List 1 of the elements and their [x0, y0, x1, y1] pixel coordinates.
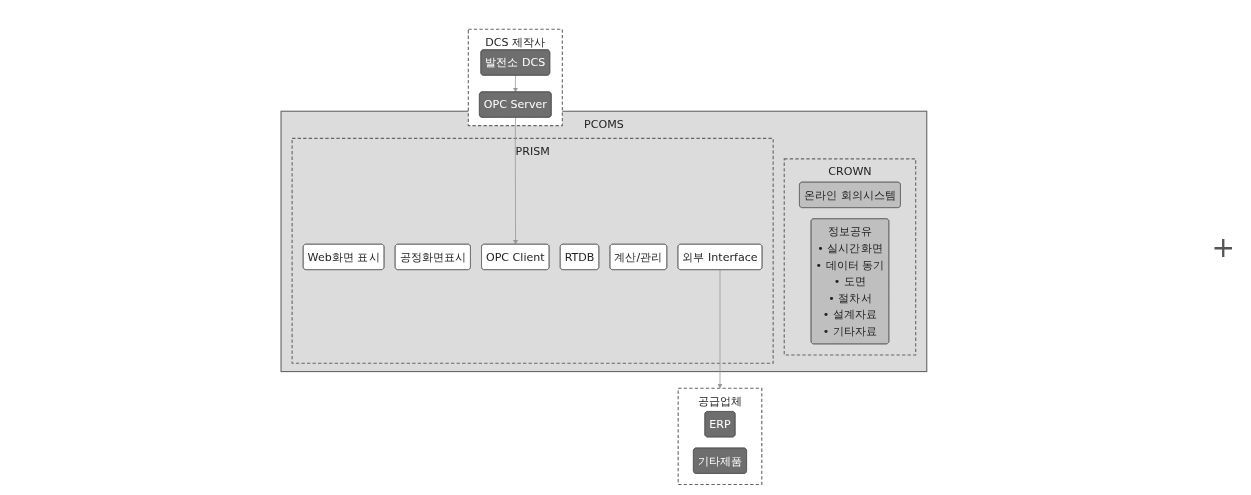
plus-sign: + [1211, 231, 1235, 264]
